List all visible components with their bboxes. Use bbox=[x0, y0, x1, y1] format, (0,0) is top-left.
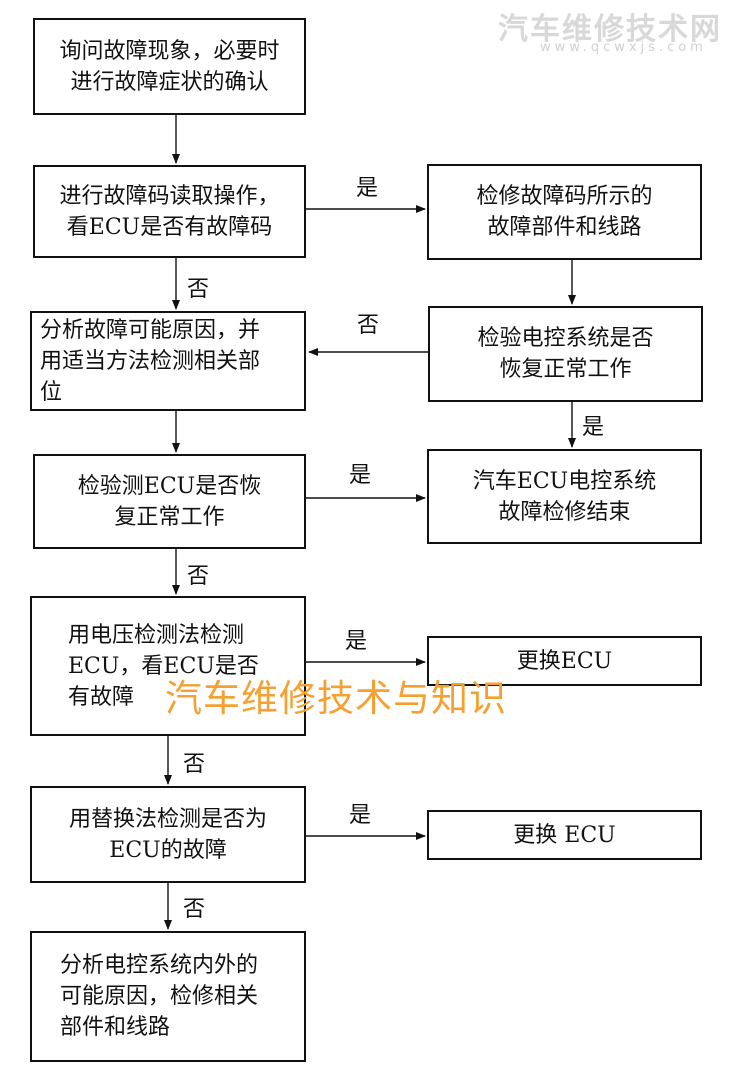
edge-label-yes: 是 bbox=[582, 415, 605, 440]
node-voltage-test: 用电压检测法检测 ECU，看ECU是否有故障 bbox=[30, 596, 306, 736]
node-text: 检验测ECU是否恢 bbox=[77, 473, 262, 499]
watermark-url: www.qcwxjs.com bbox=[540, 40, 707, 55]
node-text: 进行故障码读取操作， bbox=[59, 183, 280, 209]
edge-label-yes: 是 bbox=[349, 803, 372, 828]
node-inquire-symptoms: 询问故障现象，必要时进行故障症状的确认 bbox=[33, 18, 306, 115]
node-text: 位 bbox=[40, 379, 63, 405]
node-replace-ecu-1: 更换ECU bbox=[427, 636, 702, 686]
edge-label-no: 否 bbox=[183, 752, 206, 777]
node-text: 有故障 bbox=[68, 684, 135, 710]
node-replace-ecu-2: 更换 ECU bbox=[427, 810, 702, 860]
node-text: 用电压检测法检测 bbox=[68, 622, 245, 648]
node-text: 故障检修结束 bbox=[498, 499, 631, 525]
node-text: 分析故障可能原因，并 bbox=[40, 317, 261, 343]
node-text: ECU，看ECU是否 bbox=[68, 653, 259, 679]
edge-label-yes: 是 bbox=[349, 463, 372, 488]
node-text: 更换 ECU bbox=[513, 822, 616, 848]
node-text: 询问故障现象，必要时 bbox=[59, 38, 280, 64]
edge-label-no: 否 bbox=[183, 897, 206, 922]
node-analyze-causes: 分析故障可能原因，并用适当方法检测相关部位 bbox=[30, 311, 306, 411]
node-read-fault-codes: 进行故障码读取操作， 看ECU是否有故障码 bbox=[33, 165, 306, 258]
watermark-overlay: 汽车维修技术与知识 bbox=[165, 677, 507, 720]
node-repair-coded-parts: 检修故障码所示的故障部件和线路 bbox=[427, 164, 702, 260]
node-text: 可能原因，检修相关 bbox=[60, 984, 259, 1009]
node-verify-ecu: 检验测ECU是否恢复正常工作 bbox=[33, 454, 306, 549]
node-text: 检验电控系统是否 bbox=[477, 326, 654, 351]
watermark-brand: 汽车维修技术网 bbox=[498, 12, 722, 47]
node-text: ECU的故障 bbox=[109, 837, 227, 863]
node-text: 用适当方法检测相关部 bbox=[40, 348, 261, 374]
node-analyze-system: 分析电控系统内外的可能原因，检修相关部件和线路 bbox=[30, 931, 306, 1062]
node-text: 汽车ECU电控系统 bbox=[472, 468, 657, 494]
edge-label-yes: 是 bbox=[345, 629, 368, 654]
node-text: 恢复正常工作 bbox=[499, 357, 632, 382]
node-text: 部件和线路 bbox=[60, 1015, 171, 1040]
node-repair-end: 汽车ECU电控系统故障检修结束 bbox=[427, 449, 702, 544]
node-text: 分析电控系统内外的 bbox=[60, 953, 259, 978]
node-text: 更换ECU bbox=[516, 648, 613, 674]
node-substitute-test: 用替换法检测是否为 ECU的故障 bbox=[30, 786, 306, 883]
node-text: 进行故障症状的确认 bbox=[70, 69, 269, 95]
edge-label-no: 否 bbox=[187, 277, 210, 302]
edge-label-no: 否 bbox=[187, 564, 210, 589]
node-text: 复正常工作 bbox=[114, 504, 225, 530]
edge-label-no: 否 bbox=[357, 313, 380, 338]
node-text: 看ECU是否有故障码 bbox=[66, 214, 273, 240]
node-verify-system: 检验电控系统是否恢复正常工作 bbox=[428, 306, 703, 402]
edge-label-yes: 是 bbox=[356, 176, 379, 201]
node-text: 用替换法检测是否为 bbox=[68, 806, 267, 832]
node-text: 检修故障码所示的 bbox=[476, 184, 653, 209]
node-text: 故障部件和线路 bbox=[487, 215, 642, 240]
